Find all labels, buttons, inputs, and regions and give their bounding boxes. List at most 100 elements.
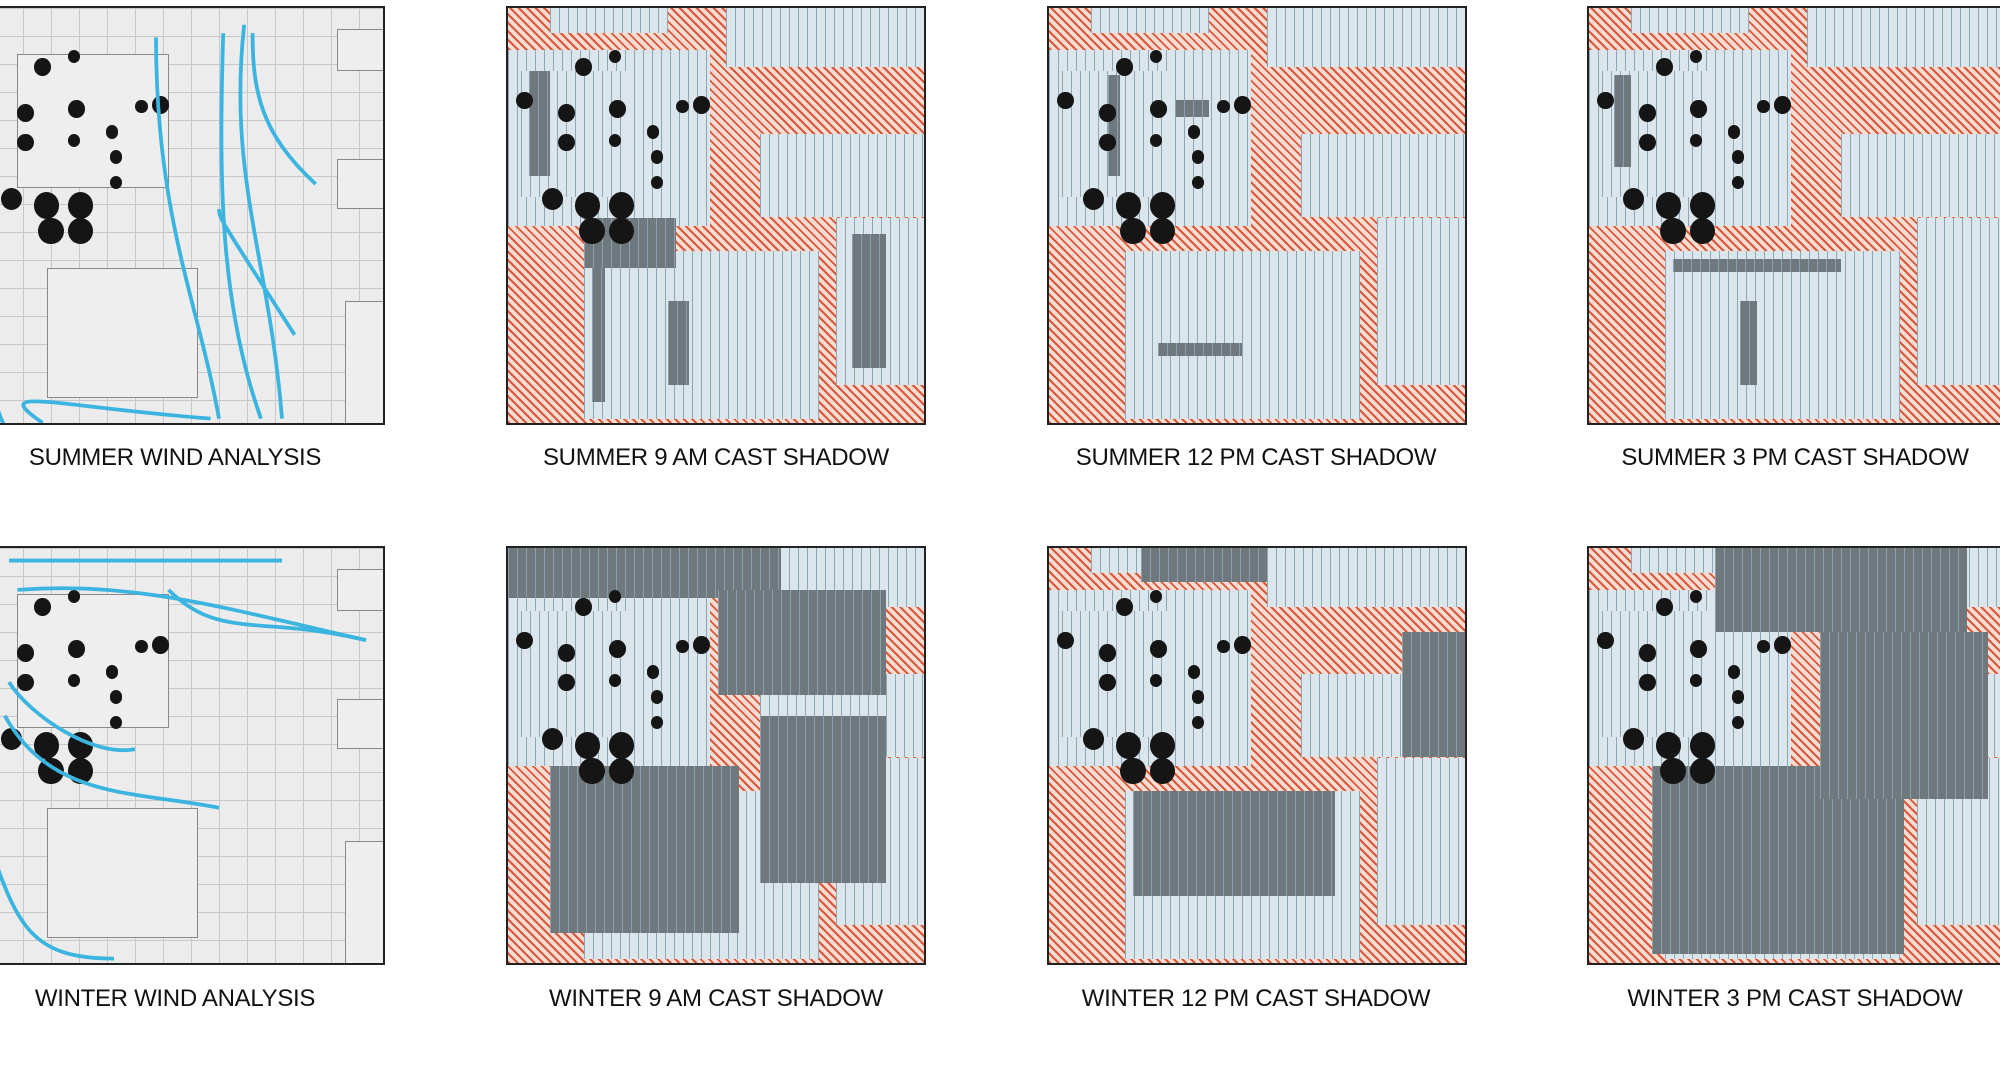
tree-icon: [516, 91, 534, 110]
building: [345, 841, 383, 963]
tree-icon: [1099, 133, 1117, 152]
tree-icon: [1233, 635, 1251, 654]
tree-icon: [1731, 175, 1745, 189]
tree-icon: [1660, 217, 1686, 244]
tree-icon: [109, 150, 123, 164]
site-zone: [726, 8, 924, 67]
cast-shadow-area: [1652, 765, 1904, 955]
tree-icon: [608, 192, 634, 219]
tree-icon: [1773, 635, 1791, 654]
tree-icon: [1656, 732, 1682, 759]
tree-icon: [67, 49, 81, 64]
wind-flow-arrow: [0, 410, 6, 423]
tree-icon: [1149, 640, 1167, 658]
tree-icon: [109, 715, 123, 729]
tree-icon: [1597, 631, 1615, 650]
tree-icon: [105, 665, 119, 679]
building: [336, 698, 383, 750]
building: [46, 807, 198, 938]
tree-icon: [1597, 91, 1615, 110]
tree-icon: [1149, 133, 1163, 147]
tree-icon: [1660, 757, 1686, 784]
cast-shadow-area: [1673, 259, 1841, 272]
tree-icon: [1639, 644, 1657, 662]
tree-icon: [575, 598, 592, 616]
tree-icon: [151, 635, 169, 654]
tree-icon: [0, 188, 22, 211]
tree-icon: [1149, 49, 1163, 64]
tree-icon: [1099, 644, 1117, 662]
cast-shadow-area: [667, 301, 689, 386]
site-zone: [1061, 610, 1167, 737]
cast-shadow-area: [1175, 100, 1209, 117]
site-zone: [1631, 8, 1749, 34]
cast-shadow-area: [1401, 631, 1465, 758]
cast-shadow-area: [1715, 548, 1967, 632]
wind-flow-arrow: [250, 33, 317, 186]
cast-shadow-area: [1141, 548, 1268, 582]
tree-icon: [1773, 95, 1791, 114]
panel-label: WINTER 12 PM CAST SHADOW: [1081, 985, 1431, 1012]
tree-icon: [575, 192, 601, 219]
site-zone: [1841, 133, 2000, 218]
tree-icon: [1639, 133, 1657, 152]
cast-shadow-area: [529, 70, 550, 176]
wind-flow-arrow: [21, 399, 211, 423]
tree-icon: [1217, 100, 1230, 114]
building: [336, 568, 383, 611]
tree-icon: [1149, 589, 1163, 604]
tree-icon: [1757, 640, 1770, 654]
tree-icon: [1120, 757, 1146, 784]
tree-icon: [1689, 589, 1703, 604]
tree-icon: [1191, 715, 1205, 729]
tree-icon: [1727, 665, 1741, 679]
tree-icon: [1656, 58, 1673, 76]
tree-icon: [1689, 49, 1703, 64]
tree-icon: [608, 589, 622, 604]
site-zone: [1091, 8, 1209, 34]
tree-icon: [676, 100, 689, 114]
site-zone: [583, 251, 819, 419]
tree-icon: [1082, 188, 1104, 211]
tree-icon: [676, 640, 689, 654]
tree-icon: [1689, 673, 1703, 687]
tree-icon: [1233, 95, 1251, 114]
building: [46, 267, 198, 398]
tree-icon: [1149, 192, 1175, 219]
tree-icon: [1727, 125, 1741, 139]
building: [17, 54, 169, 189]
cast-shadow-area: [1107, 75, 1121, 176]
wind-flow-arrow: [219, 33, 263, 420]
tree-icon: [1149, 673, 1163, 687]
wind-flow-arrow: [217, 209, 297, 336]
tree-icon: [608, 100, 626, 118]
tree-icon: [34, 598, 51, 616]
tree-icon: [608, 757, 634, 784]
wind-analysis-plan-0: [0, 6, 385, 425]
building: [345, 301, 383, 423]
tree-icon: [1116, 192, 1142, 219]
tree-icon: [135, 640, 148, 654]
tree-icon: [135, 100, 148, 114]
wind-flow-arrow: [0, 869, 115, 961]
tree-icon: [38, 217, 64, 244]
tree-icon: [34, 58, 51, 76]
tree-icon: [1191, 175, 1205, 189]
tree-icon: [1689, 100, 1707, 118]
tree-icon: [1639, 673, 1657, 692]
tree-icon: [1187, 125, 1201, 139]
tree-icon: [1622, 728, 1644, 751]
tree-icon: [1689, 217, 1715, 244]
tree-icon: [17, 133, 35, 152]
tree-icon: [558, 673, 576, 692]
tree-icon: [1639, 104, 1657, 122]
cast-shadow-plan-2: [1047, 6, 1467, 425]
site-zone: [1916, 217, 2000, 386]
site-zone: [520, 610, 626, 737]
cast-shadow-plan-7: [1587, 546, 2000, 965]
building: [336, 28, 383, 71]
tree-icon: [1149, 732, 1175, 759]
tree-icon: [17, 644, 35, 662]
tree-icon: [646, 125, 660, 139]
cast-shadow-area: [1133, 791, 1335, 896]
